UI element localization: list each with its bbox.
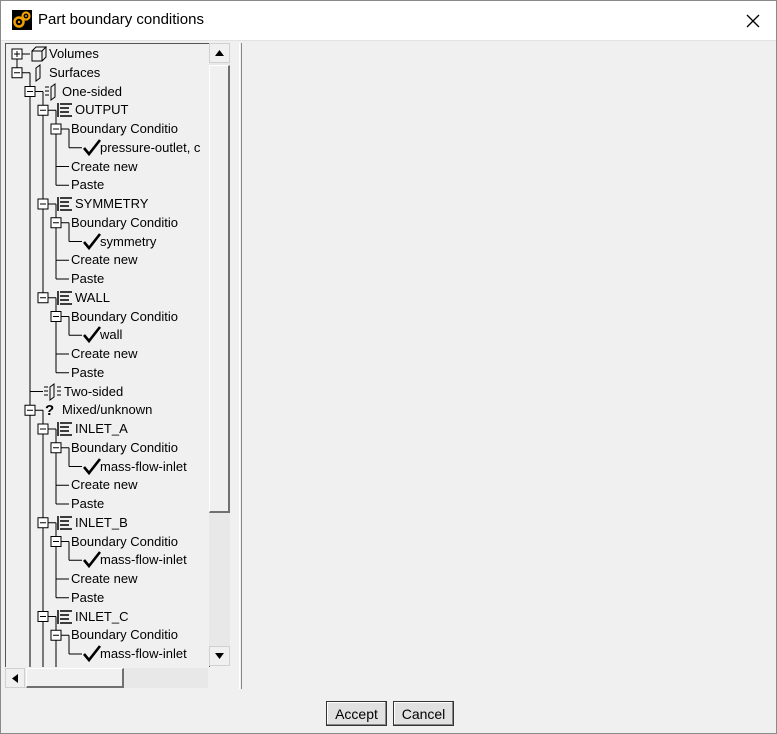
- list-icon: [57, 103, 72, 118]
- arrow-left-icon: [12, 673, 18, 683]
- tree-node-label: Two-sided: [64, 383, 124, 399]
- list-icon: [57, 422, 72, 436]
- tree-node-label: SYMMETRY: [75, 196, 149, 211]
- tree-node-label: mass-flow-inlet: [100, 458, 187, 474]
- list-icon: [57, 515, 72, 530]
- expander-icon[interactable]: [50, 123, 62, 135]
- tree-node-label: Paste: [71, 271, 105, 286]
- tree-node-label: INLET_B: [75, 514, 128, 530]
- tree-node-label: Boundary Conditio: [71, 308, 178, 324]
- list-icon: [57, 197, 72, 211]
- tree-node-label: Paste: [71, 177, 105, 193]
- tree-node-label: mass-flow-inlet: [100, 646, 187, 661]
- expander-icon[interactable]: [37, 611, 49, 622]
- vertical-scrollbar[interactable]: [209, 43, 230, 666]
- tree-node-label: INLET_A: [75, 421, 128, 436]
- expander-icon[interactable]: [37, 517, 49, 529]
- horizontal-scrollbar[interactable]: [5, 668, 208, 688]
- check-icon: [83, 232, 102, 250]
- tree-node-label: OUTPUT: [75, 102, 129, 118]
- title-bar: Part boundary conditions: [1, 1, 776, 41]
- tree-node-label: symmetry: [100, 233, 157, 249]
- expander-icon[interactable]: [50, 629, 62, 641]
- expander-icon[interactable]: [37, 423, 49, 435]
- check-icon: [83, 551, 102, 569]
- check-icon: [83, 326, 102, 344]
- expander-icon[interactable]: [37, 292, 49, 304]
- cube-icon: [31, 46, 48, 62]
- tree-node-label: WALL: [75, 289, 110, 305]
- tree-node-label: Paste: [71, 589, 105, 605]
- scroll-up-button[interactable]: [209, 43, 230, 63]
- scroll-left-button[interactable]: [5, 668, 25, 688]
- expander-icon[interactable]: [50, 217, 62, 229]
- arrow-down-icon: [215, 653, 224, 659]
- arrow-up-icon: [215, 50, 224, 56]
- app-gear-icon: [12, 10, 32, 30]
- tree-node-label: Create new: [71, 571, 138, 586]
- surface-icon: [35, 63, 41, 82]
- two-sided-icon: [44, 382, 61, 401]
- tree-node-label: Create new: [71, 346, 138, 361]
- one-sided-icon: [45, 82, 56, 101]
- expander-icon[interactable]: [50, 442, 62, 454]
- tree-node-label: INLET_C: [75, 608, 129, 624]
- accept-button[interactable]: Accept: [326, 701, 387, 726]
- tree-node-label: Volumes: [49, 46, 99, 61]
- tree-node-label: wall: [100, 327, 123, 343]
- tree-node-label: Paste: [71, 496, 105, 511]
- expander-icon[interactable]: [24, 404, 36, 416]
- tree-node-label: mass-flow-inlet: [100, 552, 187, 568]
- tree-node-label: Mixed/unknown: [62, 402, 153, 418]
- tree-node-label: pressure-outlet, c: [100, 139, 201, 155]
- cancel-button[interactable]: Cancel: [393, 701, 454, 726]
- close-button[interactable]: [730, 1, 776, 40]
- scroll-down-button[interactable]: [209, 646, 230, 666]
- tree-node-label: Create new: [71, 477, 138, 493]
- expander-icon[interactable]: [24, 86, 36, 97]
- tree-node-label: Create new: [71, 158, 138, 174]
- tree-node-label: Boundary Conditio: [71, 214, 178, 230]
- expander-icon[interactable]: [11, 67, 23, 79]
- check-icon: [83, 457, 102, 475]
- window-title: Part boundary conditions: [38, 11, 204, 28]
- list-icon: [57, 290, 72, 305]
- expander-icon[interactable]: [37, 104, 49, 116]
- tree-connector-lines: [11, 48, 82, 667]
- list-icon: [57, 609, 72, 624]
- panel-splitter[interactable]: [239, 43, 242, 689]
- check-icon: [83, 138, 102, 156]
- expander-icon[interactable]: [11, 48, 23, 60]
- tree-node-label: Boundary Conditio: [71, 627, 178, 643]
- tree-node-label: Create new: [71, 252, 138, 268]
- tree-node-label: Boundary Conditio: [71, 439, 178, 455]
- expander-icon[interactable]: [50, 536, 62, 547]
- tree-node-label: One-sided: [62, 83, 122, 99]
- check-icon: [83, 645, 102, 663]
- tree-node-label: Surfaces: [49, 64, 101, 80]
- expander-icon[interactable]: [37, 198, 49, 210]
- expander-icon[interactable]: [50, 311, 62, 322]
- question-icon: ?: [45, 402, 54, 419]
- tree-node-label: Boundary Conditio: [71, 121, 178, 136]
- tree-node-label: Boundary Conditio: [71, 533, 178, 549]
- close-icon: [746, 14, 760, 27]
- horizontal-scroll-thumb[interactable]: [26, 668, 124, 688]
- vertical-scroll-thumb[interactable]: [209, 65, 230, 513]
- svg-text:?: ?: [45, 402, 54, 419]
- tree-node-label: Paste: [71, 364, 105, 380]
